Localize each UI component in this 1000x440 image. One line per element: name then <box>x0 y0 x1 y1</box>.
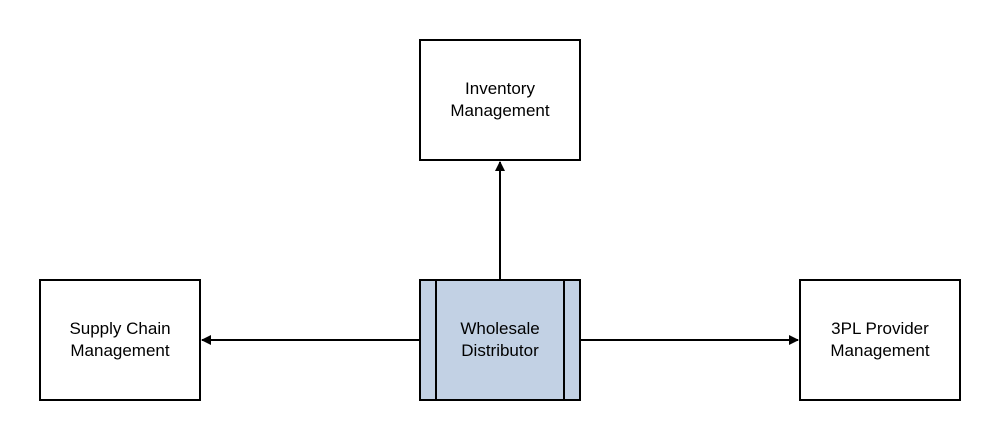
3pl-provider-management-label: 3PL Provider Management <box>830 319 930 360</box>
wholesale-distributor-label: Wholesale Distributor <box>460 319 540 360</box>
supply-chain-management-label: Supply Chain Management <box>69 319 171 360</box>
inventory-management-box: Inventory Management <box>419 39 581 161</box>
process-right-bar <box>563 281 565 399</box>
process-left-bar <box>435 281 437 399</box>
inventory-management-label: Inventory Management <box>450 79 550 120</box>
supply-chain-management-box: Supply Chain Management <box>39 279 201 401</box>
3pl-provider-management-box: 3PL Provider Management <box>799 279 961 401</box>
wholesale-distributor-box: Wholesale Distributor <box>419 279 581 401</box>
